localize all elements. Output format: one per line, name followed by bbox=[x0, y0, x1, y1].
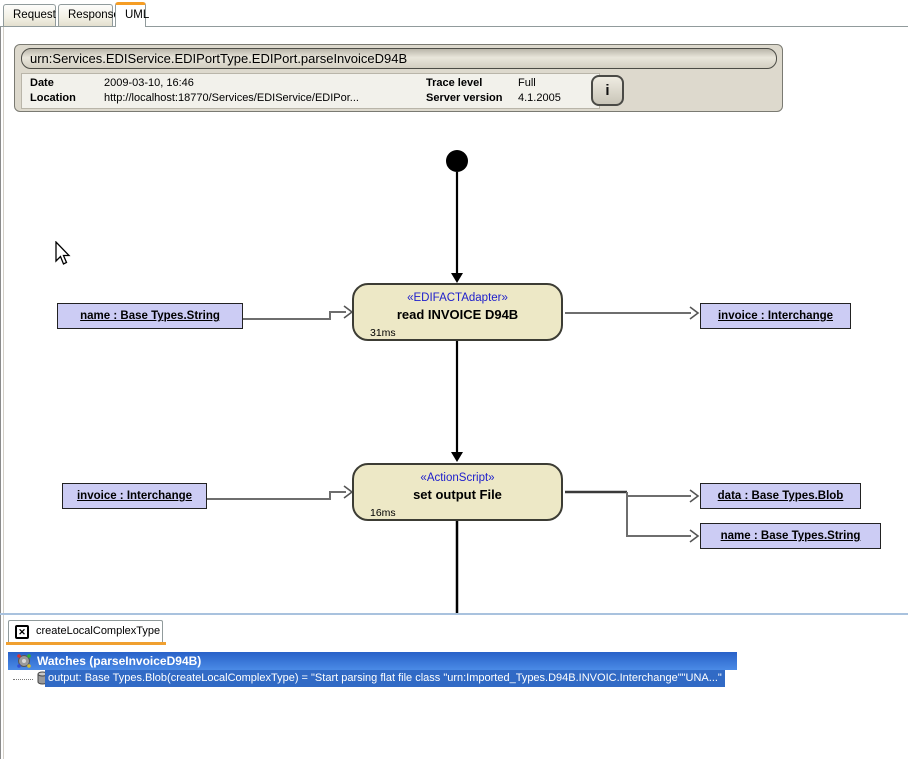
activity-set-output-file[interactable]: «ActionScript» set output File 16ms bbox=[352, 463, 563, 521]
bottom-tab-label: createLocalComplexType bbox=[36, 625, 161, 637]
date-value: 2009-03-10, 16:46 bbox=[104, 77, 194, 89]
activity-duration: 31ms bbox=[370, 327, 396, 339]
activity-stereotype: «EDIFACTAdapter» bbox=[407, 292, 508, 304]
trace-info-panel: urn:Services.EDIService.EDIPortType.EDIP… bbox=[14, 44, 783, 112]
watches-title: Watches (parseInvoiceD94B) bbox=[37, 654, 202, 668]
server-version-value: 4.1.2005 bbox=[518, 92, 561, 104]
activity-name: read INVOICE D94B bbox=[396, 307, 519, 322]
info-button[interactable]: i bbox=[591, 75, 624, 106]
top-tab-bar: Request Response UML bbox=[0, 0, 908, 27]
operation-title: urn:Services.EDIService.EDIPortType.EDIP… bbox=[21, 48, 777, 69]
watch-row[interactable]: output: Base Types.Blob(createLocalCompl… bbox=[8, 670, 908, 687]
bottom-tab-createlocalcomplextype[interactable]: ✕ createLocalComplexType bbox=[8, 620, 163, 642]
trace-level-label: Trace level bbox=[426, 77, 483, 89]
server-version-label: Server version bbox=[426, 92, 503, 104]
blob-value-icon bbox=[37, 671, 48, 685]
tree-branch-line bbox=[13, 679, 33, 680]
activity-name: set output File bbox=[413, 487, 502, 502]
activity-stereotype: «ActionScript» bbox=[420, 472, 495, 484]
trace-details: Date 2009-03-10, 16:46 Location http://l… bbox=[21, 73, 600, 109]
activity-duration: 16ms bbox=[370, 507, 396, 519]
date-label: Date bbox=[30, 77, 54, 89]
bottom-tab-accent bbox=[6, 642, 166, 645]
activity-read-invoice[interactable]: «EDIFACTAdapter» read INVOICE D94B 31ms bbox=[352, 283, 563, 341]
watches-icon bbox=[17, 654, 31, 668]
window-left-border bbox=[0, 27, 1, 759]
tab-response[interactable]: Response bbox=[58, 4, 120, 26]
pin-label-data-out[interactable]: data : Base Types.Blob bbox=[700, 483, 861, 509]
close-tab-icon[interactable]: ✕ bbox=[15, 625, 29, 639]
panel-splitter[interactable] bbox=[0, 613, 908, 615]
initial-node-icon bbox=[446, 150, 468, 172]
pin-label-invoice-in[interactable]: invoice : Interchange bbox=[62, 483, 207, 509]
pin-label-invoice-out[interactable]: invoice : Interchange bbox=[700, 303, 851, 329]
pin-label-name-out[interactable]: name : Base Types.String bbox=[700, 523, 881, 549]
trace-level-value: Full bbox=[518, 77, 536, 89]
watches-header: Watches (parseInvoiceD94B) bbox=[8, 652, 737, 670]
tab-request[interactable]: Request bbox=[3, 4, 56, 26]
location-label: Location bbox=[30, 92, 76, 104]
window-left-border-inner bbox=[3, 27, 4, 759]
tab-uml[interactable]: UML bbox=[115, 2, 149, 27]
watch-value-selected[interactable]: output: Base Types.Blob(createLocalCompl… bbox=[45, 670, 725, 687]
pin-label-name-in[interactable]: name : Base Types.String bbox=[57, 303, 243, 329]
tab-strip-divider bbox=[0, 26, 908, 27]
mouse-cursor-icon bbox=[55, 241, 71, 265]
location-value: http://localhost:18770/Services/EDIServi… bbox=[104, 92, 359, 104]
